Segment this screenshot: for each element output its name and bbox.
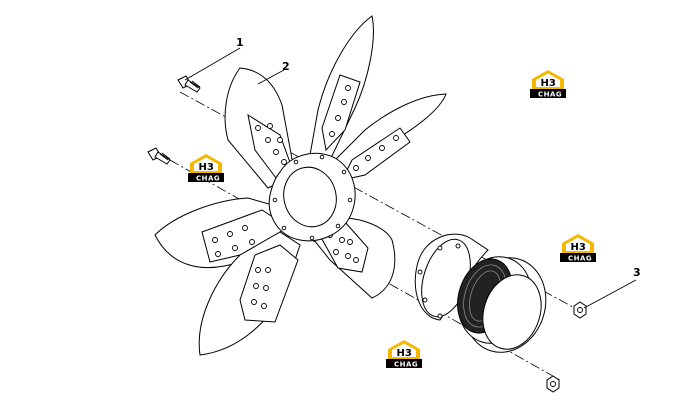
bolt-upper xyxy=(177,75,201,93)
svg-text:H3: H3 xyxy=(199,162,214,173)
callout-3: 3 xyxy=(633,266,641,279)
leader-line-2 xyxy=(257,69,285,85)
watermark-logo-left: H3 CHAG xyxy=(188,154,224,183)
svg-text:H3: H3 xyxy=(571,242,586,253)
svg-text:CHAG: CHAG xyxy=(196,175,220,183)
blade-bolt-holes xyxy=(212,85,399,309)
leader-line-3 xyxy=(583,279,637,309)
callout-2: 2 xyxy=(282,60,290,73)
watermark-logo-top-right: H3 CHAG xyxy=(530,70,566,99)
svg-text:CHAG: CHAG xyxy=(538,91,562,99)
svg-text:CHAG: CHAG xyxy=(568,255,592,263)
svg-text:H3: H3 xyxy=(541,78,556,89)
watermark-logo-bottom: H3 CHAG xyxy=(386,340,422,369)
pulley-drum xyxy=(457,256,547,353)
svg-text:CHAG: CHAG xyxy=(394,361,418,369)
callout-1: 1 xyxy=(236,36,244,49)
bolt-lower xyxy=(147,147,171,165)
nut-upper xyxy=(573,301,587,319)
fan-hub xyxy=(268,152,356,242)
watermark-logo-right: H3 CHAG xyxy=(560,234,596,263)
svg-text:H3: H3 xyxy=(397,348,412,359)
nut-lower xyxy=(546,375,560,393)
leader-line-1 xyxy=(184,47,241,81)
